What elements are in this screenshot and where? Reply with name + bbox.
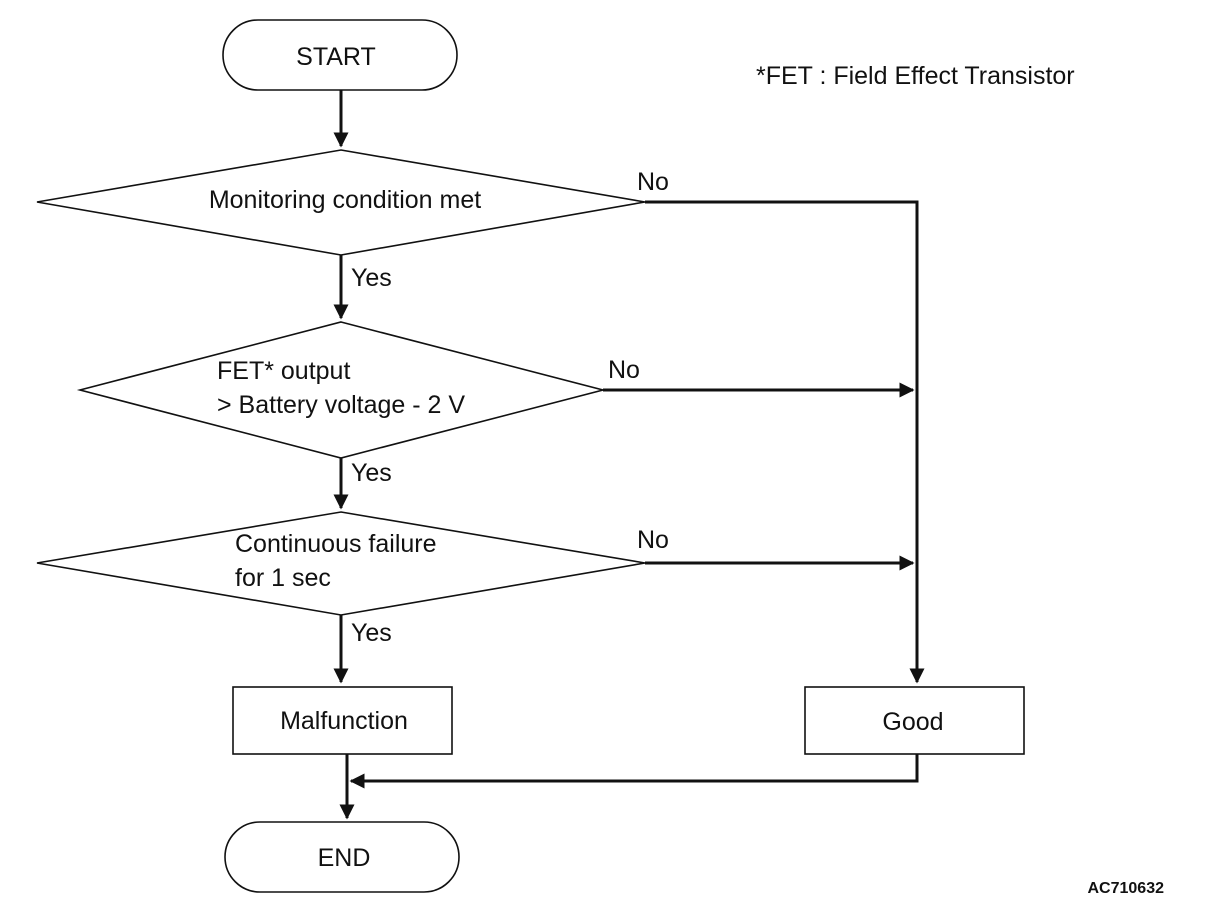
decision3-no-label: No bbox=[637, 526, 669, 554]
figure-code: AC710632 bbox=[1088, 880, 1165, 897]
decision2-label-line2: > Battery voltage - 2 V bbox=[217, 391, 465, 419]
end-label: END bbox=[318, 844, 371, 872]
decision3-label-line1: Continuous failure bbox=[235, 530, 437, 558]
decision3-yes-label: Yes bbox=[351, 619, 392, 647]
start-terminal: START bbox=[222, 19, 458, 91]
start-label: START bbox=[296, 43, 376, 71]
decision2-no-label: No bbox=[608, 356, 640, 384]
decision1-label: Monitoring condition met bbox=[209, 186, 481, 214]
decision1-yes-label: Yes bbox=[351, 264, 392, 292]
good-label: Good bbox=[882, 708, 943, 736]
decision2-yes-label: Yes bbox=[351, 459, 392, 487]
connector-good-to-end bbox=[349, 754, 919, 789]
footnote: *FET : Field Effect Transistor bbox=[756, 62, 1075, 90]
malfunction-box: Malfunction bbox=[232, 686, 453, 755]
decision1-no-label: No bbox=[637, 168, 669, 196]
decision-continuous-failure: Continuous failure for 1 sec bbox=[36, 511, 646, 616]
good-box: Good bbox=[804, 686, 1025, 755]
decision2-label-line1: FET* output bbox=[217, 357, 350, 385]
connector-decision1-no bbox=[645, 200, 925, 684]
end-terminal: END bbox=[224, 821, 460, 893]
decision-fet-output: FET* output > Battery voltage - 2 V bbox=[76, 321, 607, 459]
decision-monitoring-condition: Monitoring condition met bbox=[36, 149, 646, 256]
malfunction-label: Malfunction bbox=[280, 707, 408, 735]
connectors bbox=[333, 90, 925, 820]
decision3-label-line2: for 1 sec bbox=[235, 564, 331, 592]
